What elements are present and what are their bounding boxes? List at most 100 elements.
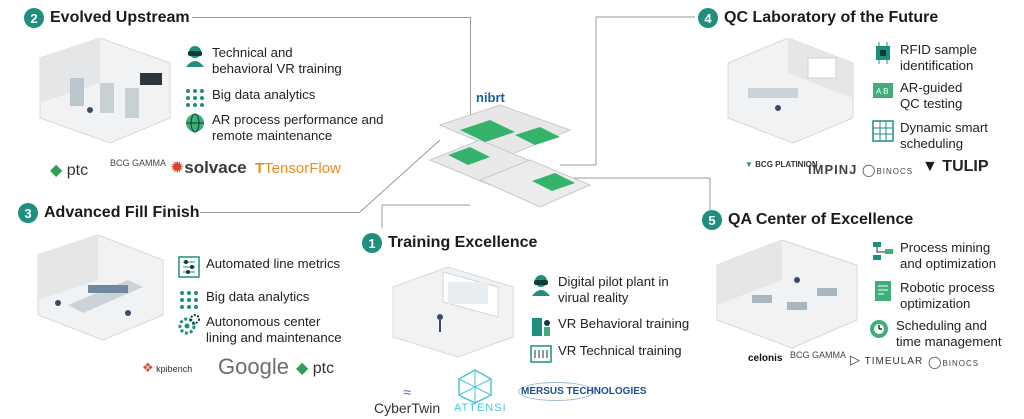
ptc-logo: ◆ ptc <box>296 360 335 377</box>
feature-text: Digital pilot plant in virual reality <box>558 274 669 305</box>
feature-text: Technical and behavioral VR training <box>212 45 342 76</box>
feature-text: AR-guided QC testing <box>900 80 963 111</box>
section-title: Advanced Fill Finish <box>44 204 200 221</box>
sliders-icon <box>178 256 200 278</box>
ptc-logo-text: ptc <box>66 162 89 179</box>
rfid-chip-icon <box>872 42 894 64</box>
impinj-logo: IMPINJ <box>808 162 857 177</box>
section-training-excellence-header: 1 Training Excellence <box>362 233 537 253</box>
celonis-logo-text: celonis <box>748 353 783 364</box>
training-room-illustration <box>392 266 514 358</box>
feature-text: Dynamic smart scheduling <box>900 120 988 151</box>
section-number-badge: 4 <box>698 8 718 28</box>
data-grid-icon <box>184 87 206 109</box>
section-title: Training Excellence <box>388 234 538 251</box>
feature-text: VR Behavioral training <box>558 316 690 331</box>
fill-finish-room-illustration <box>37 235 164 341</box>
data-grid-icon <box>178 289 200 311</box>
campus-map <box>428 104 592 208</box>
connector-fill-h <box>200 212 360 213</box>
feature-item: Big data analytics <box>178 289 309 311</box>
feature-text: Big data analytics <box>206 289 310 304</box>
cybertwin-logo: ≈ CyberTwin <box>374 384 441 416</box>
connector-upstream-v <box>470 17 471 137</box>
feature-text: Process mining and optimization <box>900 240 997 271</box>
feature-item: Process mining and optimization <box>872 240 996 272</box>
section-evolved-upstream-header: 2 Evolved Upstream <box>24 8 190 28</box>
feature-item: Technical and behavioral VR training <box>184 45 342 77</box>
feature-item: Dynamic smart scheduling <box>872 120 988 152</box>
ar-screen-icon: A B <box>872 80 894 102</box>
clock-gear-icon <box>868 318 890 340</box>
timeular-logo-text: TIMEULAR <box>864 356 924 367</box>
attensi-logo-mark <box>458 369 492 404</box>
bcg-gamma-logo-text: BCG GAMMA <box>790 350 847 360</box>
process-flow-icon <box>872 240 894 262</box>
feature-item: AR process performance and remote mainte… <box>184 112 384 144</box>
section-title: Evolved Upstream <box>50 9 190 26</box>
bcg-platinion-logo-text: BCG PLATINION <box>755 160 818 169</box>
vr-headset-icon <box>530 274 552 296</box>
gears-icon <box>178 314 200 336</box>
person-screen-icon <box>530 316 552 338</box>
feature-item: RFID sample identification <box>872 42 977 74</box>
feature-text: Scheduling and time management <box>896 318 1002 349</box>
kpibench-logo-text: kpibench <box>156 364 193 374</box>
section-qa-center-header: 5 QA Center of Excellence <box>702 210 913 230</box>
binocs-logo: ◯BINOCS <box>928 355 980 369</box>
vr-headset-icon <box>184 45 206 67</box>
section-number-badge: 5 <box>702 210 722 230</box>
upstream-room-illustration <box>39 38 171 144</box>
feature-text: Big data analytics <box>212 87 316 102</box>
attensi-logo: ATTENSI <box>454 402 507 414</box>
section-number-badge: 3 <box>18 203 38 223</box>
bcg-gamma-logo-text: BCG GAMMA <box>110 158 167 168</box>
solvace-logo: ✹solvace <box>170 158 247 177</box>
bcg-gamma-logo: BCG GAMMA <box>790 350 846 360</box>
feature-item: Autonomous center lining and maintenance <box>178 314 342 346</box>
kpibench-logo: ❖ kpibench <box>142 360 193 375</box>
qc-lab-room-illustration <box>727 38 854 144</box>
feature-item: VR Behavioral training <box>530 316 689 338</box>
feature-text: RFID sample identification <box>900 42 977 73</box>
nibrt-logo: nibrt <box>476 90 505 105</box>
ptc-logo-text: ptc <box>312 360 335 377</box>
cybertwin-logo-text: CyberTwin <box>374 400 441 416</box>
feature-item: Scheduling and time management <box>868 318 1002 350</box>
qa-center-room-illustration <box>716 240 858 349</box>
connector-upstream-h <box>192 17 470 18</box>
gauge-icon <box>530 343 552 365</box>
celonis-logo: celonis <box>748 353 782 364</box>
svg-text:A B: A B <box>876 87 888 96</box>
tulip-logo: ▼ TULIP <box>922 158 989 175</box>
mersus-logo: MERSUS TECHNOLOGIES <box>518 382 647 401</box>
feature-item: Automated line metrics <box>178 256 340 278</box>
tensorflow-logo-text: TensorFlow <box>264 160 341 177</box>
feature-text: Autonomous center lining and maintenance <box>206 314 342 345</box>
attensi-logo-text: ATTENSI <box>454 402 507 414</box>
tulip-logo-text: TULIP <box>942 158 989 175</box>
ar-globe-icon <box>184 112 206 134</box>
feature-item: VR Technical training <box>530 343 682 365</box>
ptc-logo: ◆ ptc <box>50 162 89 179</box>
section-number-badge: 2 <box>24 8 44 28</box>
section-advanced-fill-finish-header: 3 Advanced Fill Finish <box>18 203 200 223</box>
google-logo: Google <box>218 354 289 380</box>
timeular-logo: ▷ TIMEULAR <box>850 352 924 367</box>
schedule-grid-icon <box>872 120 894 142</box>
feature-text: Robotic process optimization <box>900 280 995 311</box>
bcg-gamma-logo: BCG GAMMA <box>110 158 168 168</box>
binocs-logo-text: BINOCS <box>876 167 914 176</box>
feature-text: Automated line metrics <box>206 256 341 271</box>
impinj-logo-text: IMPINJ <box>808 162 858 177</box>
feature-text: VR Technical training <box>558 343 682 358</box>
feature-item: A B AR-guided QC testing <box>872 80 962 112</box>
section-number-badge: 1 <box>362 233 382 253</box>
solvace-logo-text: solvace <box>184 158 247 177</box>
tensorflow-logo: TTensorFlow <box>255 160 341 177</box>
bcg-platinion-logo: ▼ BCG PLATINION <box>745 160 818 169</box>
nibrt-logo-text: nibrt <box>476 90 505 105</box>
feature-item: Digital pilot plant in virual reality <box>530 274 669 306</box>
mersus-logo-text: MERSUS TECHNOLOGIES <box>521 386 647 397</box>
